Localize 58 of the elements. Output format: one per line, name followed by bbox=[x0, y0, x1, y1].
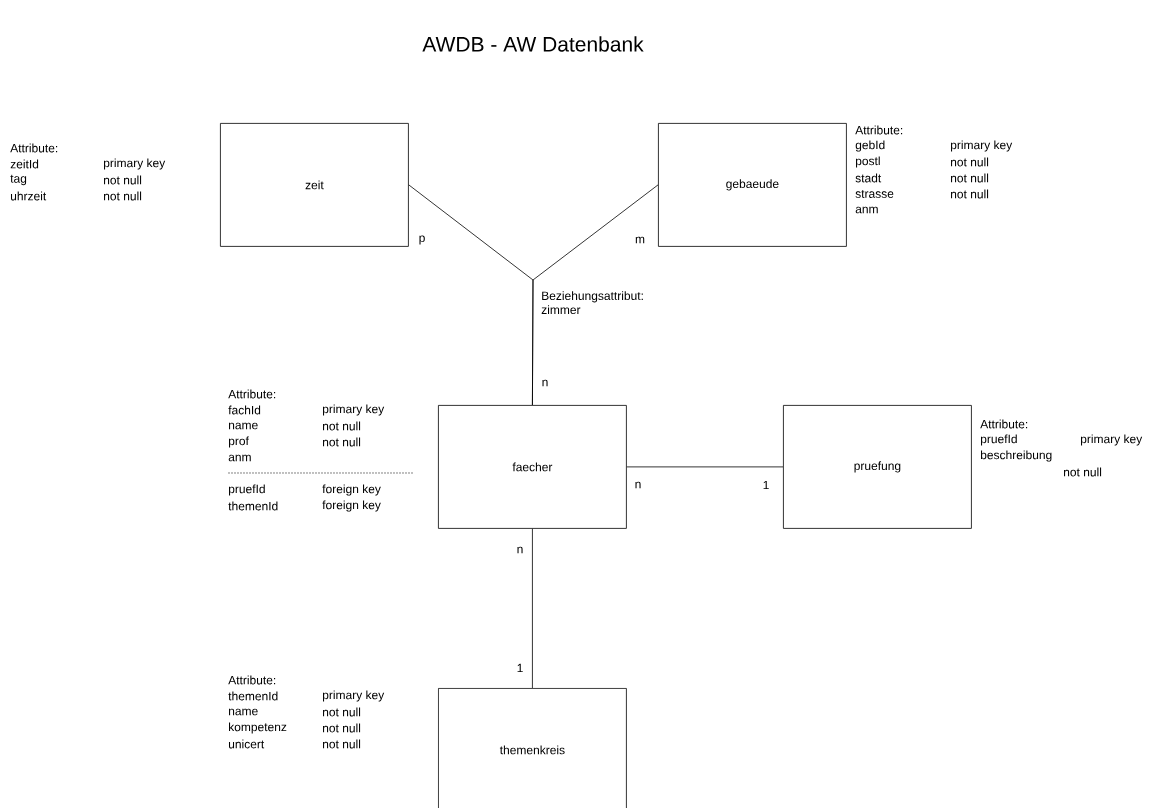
attribute-text: Attribute: bbox=[228, 389, 276, 399]
attribute-text: primary key bbox=[323, 690, 385, 702]
cardinality-label: 1 bbox=[763, 480, 769, 490]
attribute-text: anm bbox=[228, 454, 251, 462]
entity-box: themenkreis bbox=[438, 688, 627, 808]
attribute-text: gebId bbox=[855, 140, 885, 152]
attribute-text: beschreibung bbox=[980, 450, 1052, 462]
entity-box: pruefung bbox=[783, 405, 972, 529]
entity-box: gebaeude bbox=[658, 123, 847, 247]
attribute-text: not null bbox=[951, 157, 989, 167]
attribute-text: not null bbox=[1064, 467, 1102, 477]
relationship-line bbox=[626, 466, 784, 468]
attribute-text: Attribute: bbox=[855, 125, 903, 135]
relationship-attribute: Beziehungsattribut: zimmer bbox=[541, 291, 643, 314]
attribute-text: pruefId bbox=[980, 434, 1017, 446]
attribute-text: Attribute: bbox=[980, 419, 1028, 429]
attribute-text: name bbox=[229, 708, 258, 716]
attribute-text: Attribute: bbox=[228, 675, 276, 685]
attribute-text: not null bbox=[104, 191, 142, 201]
attribute-text: kompetenz bbox=[229, 722, 287, 734]
attribute-text: postl bbox=[855, 156, 880, 168]
attribute-text: zeitId bbox=[10, 159, 39, 169]
cardinality-label: 1 bbox=[517, 663, 523, 673]
attribute-text: not null bbox=[323, 437, 361, 447]
attribute-text: not null bbox=[951, 189, 989, 199]
attribute-text: themenId bbox=[228, 501, 278, 511]
attribute-text: foreign key bbox=[322, 500, 381, 512]
attribute-text: primary key bbox=[950, 140, 1013, 152]
attribute-text: not null bbox=[323, 707, 361, 717]
cardinality-label: n bbox=[517, 546, 523, 554]
attribute-text: themenId bbox=[228, 691, 278, 701]
title: AWDB - AW Datenbank bbox=[422, 36, 644, 52]
attribute-text: not null bbox=[951, 173, 989, 183]
attribute-text: not null bbox=[323, 723, 361, 733]
attribute-text: not null bbox=[104, 175, 142, 185]
attribute-text: unicert bbox=[229, 739, 265, 749]
entity-box: zeit bbox=[220, 123, 409, 247]
attribute-text: not null bbox=[323, 739, 361, 749]
attribute-text: strasse bbox=[855, 190, 894, 198]
attribute-text: stadt bbox=[855, 173, 882, 183]
attribute-text: primary key bbox=[104, 158, 166, 170]
attribute-text: primary key bbox=[323, 404, 385, 416]
attribute-text: pruefId bbox=[229, 484, 265, 496]
attribute-text: Attribute: bbox=[10, 143, 58, 153]
attribute-text: fachId bbox=[228, 405, 261, 415]
attribute-text: foreign key bbox=[322, 484, 381, 496]
entity-box: faecher bbox=[438, 405, 627, 529]
attribute-text: not null bbox=[323, 421, 361, 431]
cardinality-label: n bbox=[542, 379, 548, 387]
relationship-line bbox=[532, 528, 533, 689]
attribute-text: primary key bbox=[1080, 434, 1143, 446]
attribute-text: tag bbox=[10, 174, 27, 186]
attribute-text: name bbox=[229, 422, 258, 430]
attribute-text: uhrzeit bbox=[11, 191, 47, 201]
attribute-text: prof bbox=[229, 436, 249, 448]
relationship-line bbox=[532, 184, 659, 406]
cardinality-label: m bbox=[635, 236, 645, 244]
attribute-text: anm bbox=[855, 206, 878, 214]
